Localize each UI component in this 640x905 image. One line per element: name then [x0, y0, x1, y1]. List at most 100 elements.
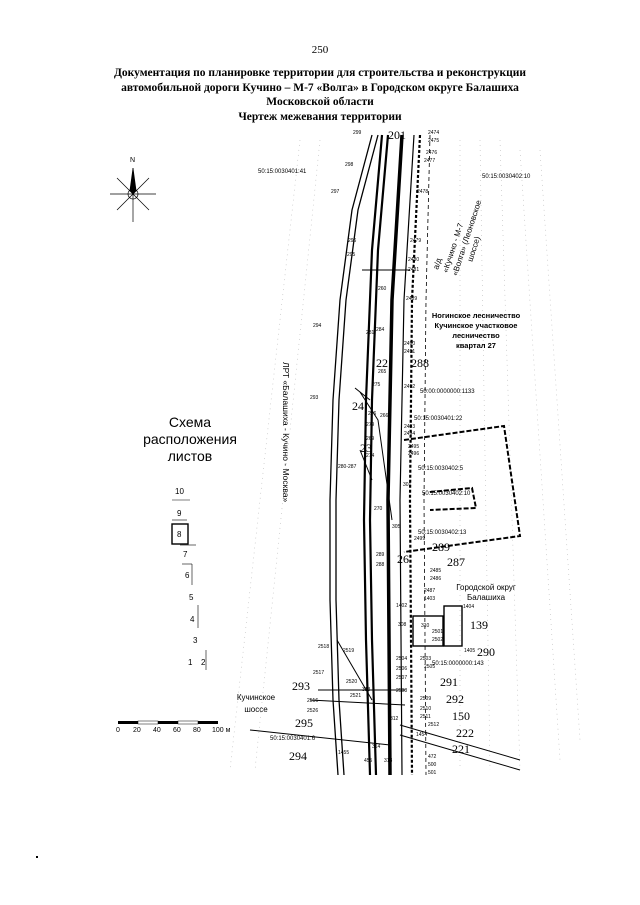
point-2512: 2512 — [428, 722, 439, 728]
scale-0: 0 — [116, 727, 120, 734]
sheet-3[interactable]: 3 — [193, 636, 198, 645]
main-road — [386, 134, 431, 776]
main-rail-tracks — [362, 134, 390, 776]
scale-100: 100 м — [212, 727, 231, 734]
point-275: 275 — [372, 382, 381, 388]
point-2479: 2479 — [410, 238, 421, 244]
point-2493: 2493 — [404, 424, 415, 430]
scheme-title-line-3: листов — [167, 448, 213, 464]
lrt-rail-line — [329, 134, 379, 776]
point-266: 266 — [380, 413, 389, 419]
forest-quarter-boundary — [403, 424, 522, 553]
sheet-7[interactable]: 7 — [183, 550, 188, 559]
title-line-4: Чертеж межевания территории — [238, 110, 402, 123]
parcel-22: 22 — [376, 356, 388, 370]
point-297: 297 — [331, 189, 340, 195]
point-2503: 2503 — [420, 656, 431, 662]
point-500: 500 — [428, 762, 437, 768]
cadastral-402-10a: 50:15:0030402:10 — [482, 174, 531, 180]
point-2486: 2486 — [430, 576, 441, 582]
parcel-289: 289 — [432, 540, 450, 554]
north-label: N — [130, 157, 135, 164]
sheet-scheme — [171, 499, 207, 670]
road-crossings — [249, 269, 521, 771]
parcel-23: 23 — [360, 441, 372, 455]
sheet-10[interactable]: 10 — [175, 487, 184, 496]
kuchino-label: Кучинское шоссе — [237, 693, 276, 714]
cadastral-402-13: 50:15:0030402:13 — [418, 530, 467, 536]
document-title: Документация по планировке территории дл… — [60, 66, 580, 124]
point-2481: 2481 — [408, 267, 419, 273]
parcel-139: 139 — [470, 618, 488, 632]
district-label-line-2: Балашиха — [467, 593, 506, 602]
sheet-6[interactable]: 6 — [185, 571, 190, 580]
point-1403: 1403 — [424, 596, 435, 602]
point-2480: 2480 — [408, 257, 419, 263]
point-numbers: 299 298 297 296 295 294 293 2474 2475 24… — [307, 130, 475, 776]
scale-40: 40 — [153, 727, 161, 734]
kuchino-label-line-1: Кучинское — [237, 693, 276, 702]
point-2509: 2509 — [420, 696, 431, 702]
point-472: 472 — [428, 754, 437, 760]
point-2475: 2475 — [428, 138, 439, 144]
point-1455: 1455 — [338, 750, 349, 756]
scheme-title-line-2: расположения — [143, 431, 237, 447]
sheet-8[interactable]: 8 — [177, 530, 182, 539]
parcel-294: 294 — [289, 749, 307, 763]
district-label: Городской округ Балашиха — [456, 583, 516, 602]
parcel-288: 288 — [411, 356, 429, 370]
kuchino-label-line-2: шоссе — [244, 705, 268, 714]
map-background-dots — [229, 139, 581, 771]
cadastral-402-10b: 50:15:0030402:10 — [422, 491, 471, 497]
point-2502: 2502 — [432, 637, 443, 643]
forest-label-line-4: квартал 27 — [456, 341, 496, 350]
point-2504: 2504 — [396, 656, 407, 662]
forest-label: Ногинское лесничество Кучинское участков… — [432, 311, 521, 350]
point-2495: 2495 — [408, 444, 419, 450]
point-280-287: 280-287 — [338, 464, 357, 470]
scale-80: 80 — [193, 727, 201, 734]
point-2505: 2505 — [424, 664, 435, 670]
parcel-26: 26 — [397, 552, 409, 566]
parcel-139-boundary — [412, 605, 463, 647]
sheet-5[interactable]: 5 — [189, 593, 194, 602]
point-288: 288 — [376, 562, 385, 568]
point-298: 298 — [345, 162, 354, 168]
scale-bar — [118, 720, 218, 725]
cadastral-000-143: 50:15:0000000:143 — [432, 661, 484, 667]
point-296: 296 — [348, 238, 357, 244]
point-2516: 2516 — [307, 698, 318, 704]
point-314: 314 — [372, 744, 381, 750]
title-line-1: Документация по планировке территории дл… — [114, 67, 526, 79]
point-2508: 2508 — [396, 688, 407, 694]
point-308: 308 — [398, 622, 407, 628]
point-293: 293 — [310, 395, 319, 401]
sheet-9[interactable]: 9 — [177, 509, 182, 518]
point-279: 279 — [366, 422, 375, 428]
point-265: 265 — [378, 369, 387, 375]
sheet-4[interactable]: 4 — [190, 615, 195, 624]
parcel-150: 150 — [452, 709, 470, 723]
point-299: 299 — [353, 130, 362, 136]
point-455: 455 — [364, 758, 373, 764]
parcel-295: 295 — [295, 716, 313, 730]
point-2499: 2499 — [414, 536, 425, 542]
cadastral-401-41: 50:15:0030401:41 — [258, 169, 307, 175]
scheme-title: Схема расположения листов — [130, 414, 250, 465]
scale-60: 60 — [173, 727, 181, 734]
point-295: 295 — [347, 252, 356, 258]
page-dot — [36, 856, 38, 858]
forest-label-line-3: лесничество — [452, 331, 500, 340]
point-2520: 2520 — [346, 679, 357, 685]
point-2490: 2490 — [404, 341, 415, 347]
sheet-1[interactable]: 1 — [188, 658, 193, 667]
point-2506: 2506 — [396, 666, 407, 672]
point-501: 501 — [428, 770, 437, 776]
parcel-290: 290 — [477, 645, 495, 659]
title-line-2: автомобильной дороги Кучино – М-7 «Волга… — [121, 81, 519, 94]
sheet-2[interactable]: 2 — [201, 658, 206, 667]
point-2474: 2474 — [428, 130, 439, 136]
cadastral-401-6: 50:15:0030401:6 — [270, 736, 316, 742]
forest-label-line-1: Ногинское лесничество — [432, 311, 521, 320]
